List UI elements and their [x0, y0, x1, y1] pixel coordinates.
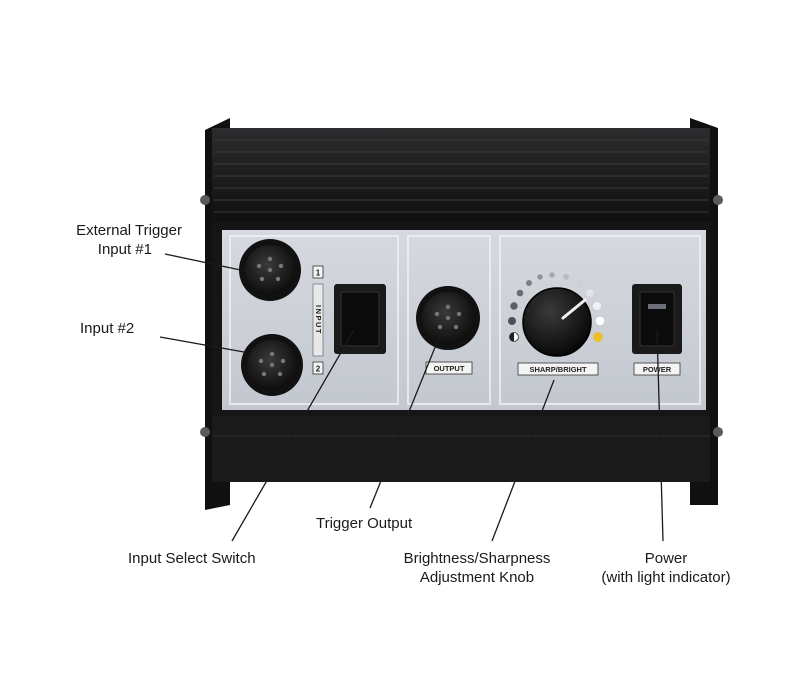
input-digit-1-box: [312, 265, 324, 279]
power-label: POWER: [643, 365, 672, 374]
callout-external-trigger-line1: External Trigger: [76, 222, 182, 239]
callout-input-two: Input #2: [80, 319, 134, 338]
power-light-indicator: [648, 304, 666, 309]
callout-knob-line1: Brightness/Sharpness: [403, 550, 551, 567]
input-connector-1[interactable]: [239, 239, 301, 301]
power-label-box: [633, 362, 681, 376]
leader-trigger-output: [369, 334, 441, 509]
callout-external-trigger-line2: Input #1: [97, 241, 152, 258]
callout-trigger-output-text: Trigger Output: [316, 515, 413, 532]
leader-lines: [159, 253, 664, 542]
leader-power: [656, 329, 664, 542]
left-screw-bottom: [200, 427, 210, 437]
knob-accent-dot: [593, 332, 603, 342]
input-select-switch[interactable]: [334, 284, 386, 354]
callout-knob-line2: Adjustment Knob: [419, 569, 535, 586]
input-label-strip: [312, 283, 324, 357]
leader-input-two: [159, 336, 245, 353]
input-digit-1: 1: [316, 269, 321, 278]
callout-trigger-output: Trigger Output: [316, 514, 412, 533]
callout-power-line2: (with light indicator): [601, 569, 731, 586]
callout-external-trigger: External Trigger Input #1: [58, 221, 182, 259]
callout-power-line1: Power: [644, 550, 688, 567]
input-label: INPUT: [314, 305, 323, 335]
bottom-heatsink: [212, 416, 710, 482]
leader-knob: [491, 379, 555, 542]
knob-indicator: [561, 298, 587, 320]
brightness-sharpness-knob[interactable]: [522, 287, 592, 357]
leader-external-trigger: [164, 253, 251, 273]
panel-section-lines: [229, 235, 701, 405]
input-connector-2[interactable]: [241, 334, 303, 396]
power-switch[interactable]: [632, 284, 682, 354]
knob-label: SHARP/BRIGHT: [529, 365, 587, 374]
input-digit-2: 2: [316, 365, 321, 374]
leader-input-select: [231, 329, 355, 542]
output-label: OUTPUT: [434, 364, 465, 373]
right-screw-bottom: [713, 427, 723, 437]
callout-power: Power (with light indicator): [588, 549, 744, 587]
callout-input-select-text: Input Select Switch: [128, 550, 256, 567]
knob-scale-dots: [508, 272, 605, 342]
callout-knob: Brightness/Sharpness Adjustment Knob: [388, 549, 566, 587]
right-screw-top: [713, 195, 723, 205]
input-digit-2-box: [312, 361, 324, 375]
callout-input-two-text: Input #2: [80, 320, 135, 337]
heatsink-fins: [214, 139, 708, 213]
knob-label-box: [517, 362, 599, 376]
output-connector[interactable]: [416, 286, 480, 350]
callout-input-select-switch: Input Select Switch: [128, 549, 256, 568]
left-screw-top: [200, 195, 210, 205]
